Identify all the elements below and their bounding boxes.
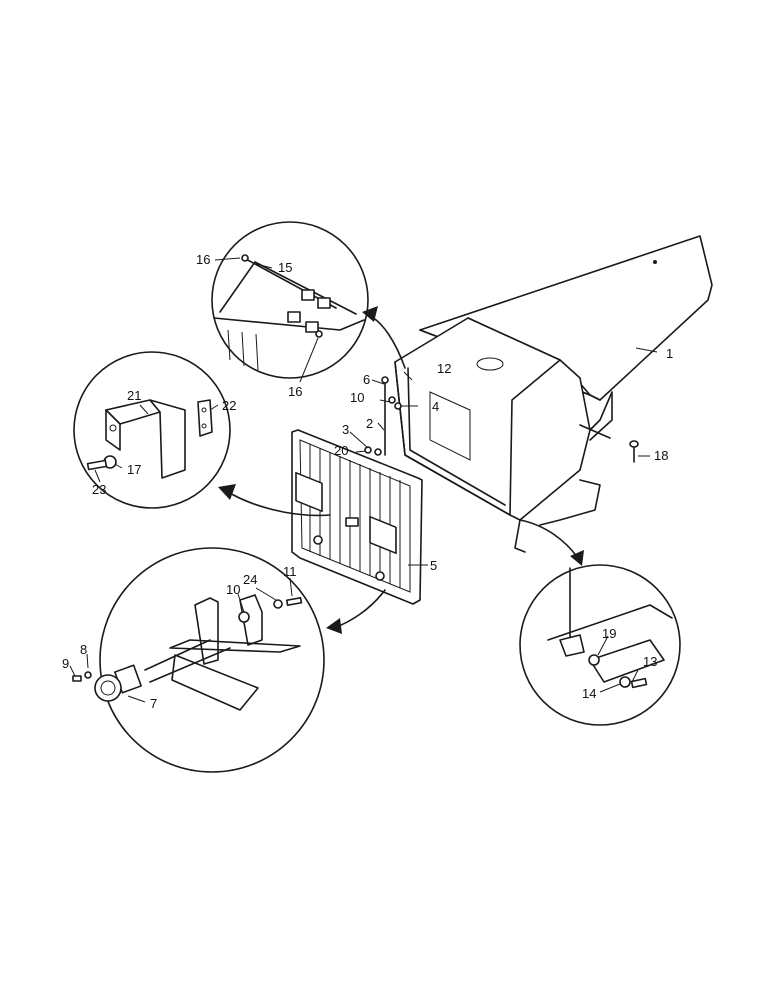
label-4: 4 bbox=[432, 399, 439, 414]
label-17: 17 bbox=[127, 462, 141, 477]
label-21: 21 bbox=[127, 388, 141, 403]
label-15: 15 bbox=[278, 260, 292, 275]
label-1: 1 bbox=[666, 346, 673, 361]
label-8: 8 bbox=[80, 642, 87, 657]
label-11: 11 bbox=[283, 564, 297, 579]
arrow-head-left bbox=[218, 484, 236, 500]
arrow-head-top bbox=[362, 306, 378, 322]
label-20: 20 bbox=[334, 443, 348, 458]
part-labels: 1 2 3 4 5 6 7 8 9 10 10 11 12 13 14 15 1… bbox=[62, 252, 673, 711]
detail-circle-top bbox=[211, 221, 369, 379]
label-18: 18 bbox=[654, 448, 668, 463]
label-2: 2 bbox=[366, 416, 373, 431]
hood-assembly bbox=[394, 235, 713, 553]
leader-lines bbox=[69, 257, 658, 703]
arrow-head-bottom-left bbox=[326, 618, 342, 634]
label-6: 6 bbox=[363, 372, 370, 387]
label-10-upper: 10 bbox=[350, 390, 364, 405]
detail-circle-right bbox=[519, 564, 681, 726]
label-19: 19 bbox=[602, 626, 616, 641]
label-3: 3 bbox=[342, 422, 349, 437]
label-13: 13 bbox=[643, 654, 657, 669]
label-12: 12 bbox=[437, 361, 451, 376]
detail-circle-left bbox=[73, 351, 231, 509]
label-9: 9 bbox=[62, 656, 69, 671]
label-16-bottom: 16 bbox=[288, 384, 302, 399]
label-14: 14 bbox=[582, 686, 596, 701]
label-5: 5 bbox=[430, 558, 437, 573]
label-10-lower: 10 bbox=[226, 582, 240, 597]
label-23: 23 bbox=[92, 482, 106, 497]
label-24: 24 bbox=[243, 572, 257, 587]
label-16-left: 16 bbox=[196, 252, 210, 267]
label-7: 7 bbox=[150, 696, 157, 711]
grille-panel bbox=[291, 429, 423, 605]
hood-hardware bbox=[364, 376, 639, 463]
detail-circle-bottom-left bbox=[72, 547, 325, 773]
label-22: 22 bbox=[222, 398, 236, 413]
arrows bbox=[218, 306, 584, 634]
arrow-head-right bbox=[570, 550, 584, 566]
